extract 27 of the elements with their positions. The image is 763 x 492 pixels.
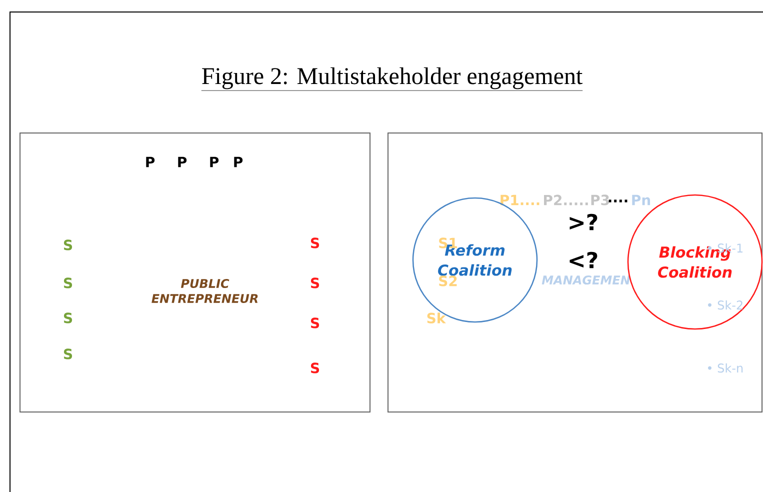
label: S <box>310 238 320 248</box>
bullet-item: • Sk-2 <box>708 300 742 310</box>
label: Sk <box>427 312 446 324</box>
label: S <box>64 278 72 288</box>
label: S2 <box>439 276 457 286</box>
label: >? <box>570 214 598 230</box>
panel <box>20 132 370 412</box>
label: S <box>64 240 72 250</box>
title: Figure 2: Multistakeholder engagement <box>201 67 583 91</box>
label: P1.... <box>500 194 540 206</box>
label: P <box>146 156 155 168</box>
label: S <box>310 278 320 288</box>
panel <box>388 132 762 412</box>
label: <? <box>570 252 598 268</box>
label: PUBLIC ENTREPRENEUR <box>152 278 258 304</box>
label: S <box>64 348 72 360</box>
label: P3 <box>591 194 609 206</box>
label: P <box>210 156 219 168</box>
bullet-item: • Sk-n <box>708 363 743 373</box>
label: S <box>310 318 320 328</box>
label: P <box>234 156 243 168</box>
label: P2..... <box>544 194 588 206</box>
label: .... <box>608 200 628 202</box>
label: S <box>310 362 320 374</box>
label: Pn <box>632 194 650 206</box>
label: P <box>178 156 187 168</box>
label: S <box>64 312 72 324</box>
